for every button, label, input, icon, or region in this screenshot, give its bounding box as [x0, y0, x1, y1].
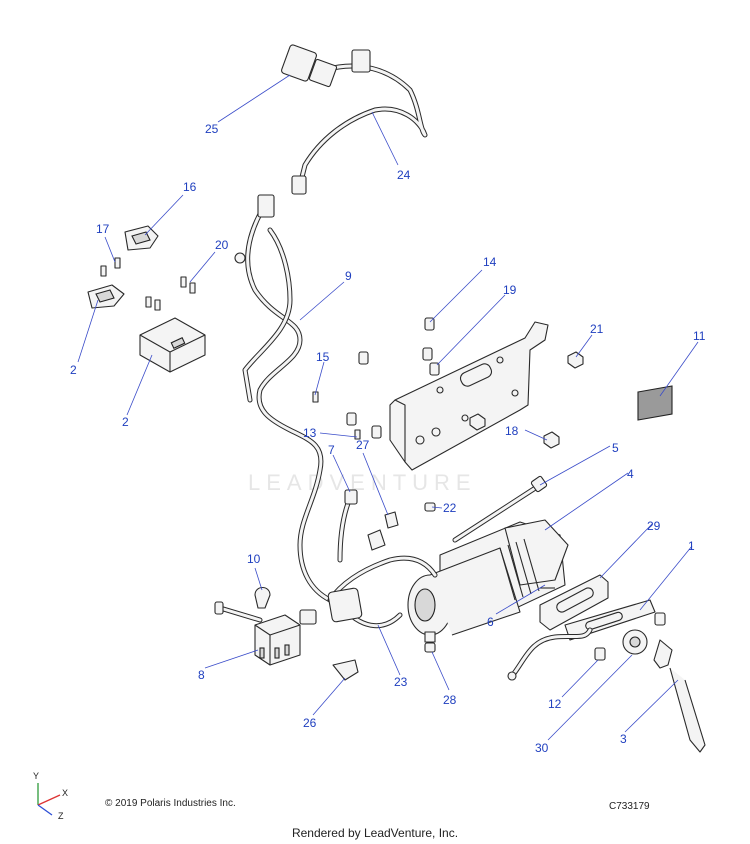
callout-label[interactable]: 22: [443, 501, 457, 515]
callout-label[interactable]: 9: [345, 269, 352, 283]
callout-label[interactable]: 23: [394, 675, 408, 689]
callout-label[interactable]: 3: [620, 732, 627, 746]
callout-label[interactable]: 16: [183, 180, 197, 194]
watermark-text: LEADVENTURE: [248, 470, 477, 495]
callout-label[interactable]: 12: [548, 697, 562, 711]
callout-label[interactable]: 10: [247, 552, 261, 566]
callout-label[interactable]: 2: [122, 415, 129, 429]
callout-label[interactable]: 24: [397, 168, 411, 182]
axis-z-line: [37, 804, 53, 816]
part-fairlead-plate: [539, 574, 609, 631]
callout-label[interactable]: 17: [96, 222, 110, 236]
callout-label[interactable]: 18: [505, 424, 519, 438]
part-screws: [100, 257, 440, 512]
part-mounting-plate: [389, 321, 549, 471]
diagram-code: C733179: [609, 801, 650, 812]
callout-label[interactable]: 28: [443, 693, 457, 707]
axis-triad: Y X Z: [33, 771, 68, 821]
part-tow-hook: [653, 639, 706, 753]
part-solenoid-harness: [299, 555, 438, 629]
part-winch-cable: [452, 475, 548, 543]
callout-label[interactable]: 6: [487, 615, 494, 629]
part-bolt: [594, 612, 666, 661]
callout-label[interactable]: 15: [316, 350, 330, 364]
axis-z-label: Z: [58, 811, 64, 821]
callout-label[interactable]: 1: [688, 539, 695, 553]
part-harness-small: [337, 489, 399, 563]
callout-label[interactable]: 30: [535, 741, 549, 755]
callout-label[interactable]: 29: [647, 519, 661, 533]
callout-label[interactable]: 11: [693, 329, 706, 343]
part-grommet: [332, 659, 359, 681]
part-nuts: [469, 351, 584, 449]
callout-label[interactable]: 5: [612, 441, 619, 455]
rendered-by-caption: Rendered by LeadVenture, Inc.: [291, 826, 459, 840]
winch-drum-wraps: [499, 538, 540, 601]
callout-label[interactable]: 25: [205, 122, 219, 136]
part-decal: [637, 385, 673, 421]
callout-label[interactable]: 8: [198, 668, 205, 682]
callout-label[interactable]: 14: [483, 255, 497, 269]
axis-y-label: Y: [33, 771, 39, 781]
callout-label[interactable]: 27: [356, 438, 370, 452]
part-harness-upper: [281, 44, 428, 195]
leader-lines: [77, 74, 699, 741]
part-connector-small: [424, 642, 436, 653]
part-switch-top: [124, 225, 159, 251]
callout-label[interactable]: 19: [503, 283, 517, 297]
part-hook-stopper: [622, 629, 648, 655]
part-contactor: [214, 601, 301, 666]
axis-x-label: X: [62, 788, 68, 798]
part-control-module: [139, 317, 206, 373]
part-clip: [254, 586, 271, 609]
callout-label[interactable]: 26: [303, 716, 317, 730]
callout-label[interactable]: 2: [70, 363, 77, 377]
axis-x-line: [37, 794, 61, 806]
part-harness-main: [234, 194, 333, 603]
copyright-text: © 2019 Polaris Industries Inc.: [105, 798, 236, 809]
part-switch-bezel: [87, 284, 125, 309]
callout-labels: 1 2 2 3 4 5 6 7 8 9 10 11 12 13 14 15 16…: [70, 122, 706, 755]
callout-label[interactable]: 4: [627, 467, 634, 481]
callout-label[interactable]: 7: [328, 443, 335, 457]
part-wire-rope: [507, 627, 593, 681]
callout-label[interactable]: 13: [303, 426, 317, 440]
callout-label[interactable]: 21: [590, 322, 604, 336]
callout-label[interactable]: 20: [215, 238, 229, 252]
